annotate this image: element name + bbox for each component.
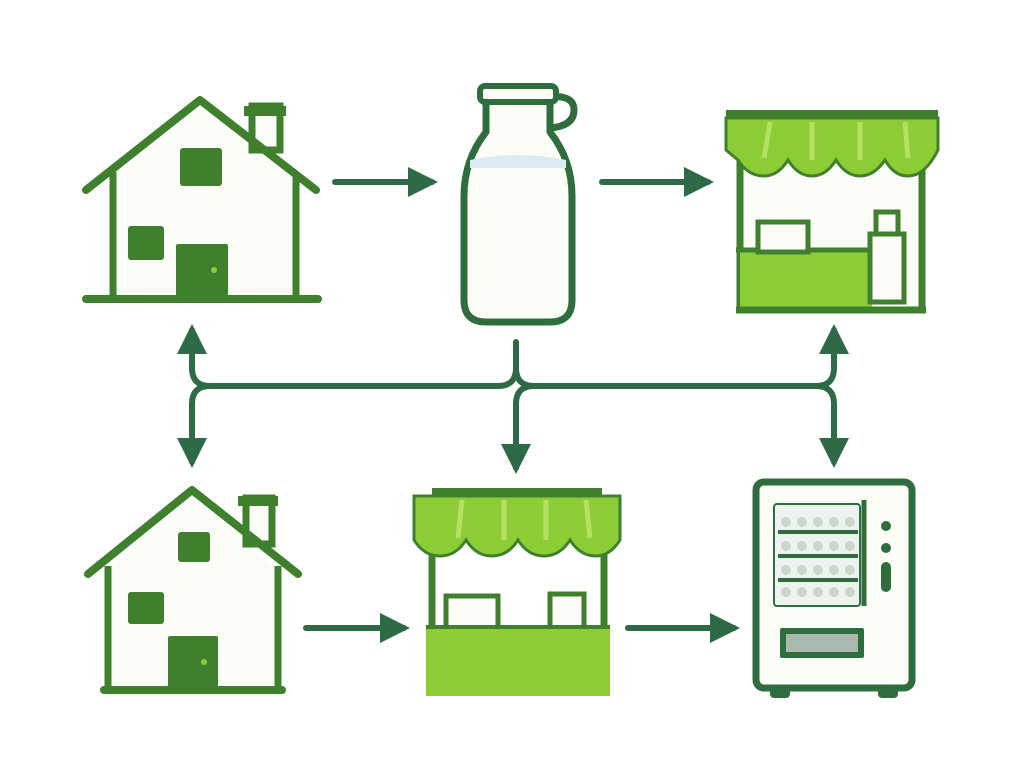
arrow-hub-to-vending-machine [813, 383, 849, 468]
connector-bottle-stem [495, 339, 519, 389]
vending-machine-icon [752, 478, 916, 698]
market-stall-top [724, 110, 940, 314]
farmhouse-top [82, 96, 322, 303]
house-icon [82, 96, 322, 303]
milk-bottle [460, 83, 578, 326]
arrow-hub-to-stall-bottom [501, 383, 537, 474]
market-stall-icon [724, 110, 940, 314]
market-stall-bottom [412, 488, 622, 696]
farmhouse-bottom [84, 486, 302, 694]
arrow-hub-to-stall-top [513, 324, 849, 389]
arrow-hub-to-farmhouse-bottom [177, 383, 501, 468]
house-icon [84, 486, 302, 694]
connectors [177, 167, 849, 643]
arrow-hub-to-farmhouse-top [177, 324, 501, 389]
milk-bottle-icon [460, 83, 578, 326]
vending-machine [752, 478, 916, 698]
market-stall-icon [412, 488, 622, 696]
